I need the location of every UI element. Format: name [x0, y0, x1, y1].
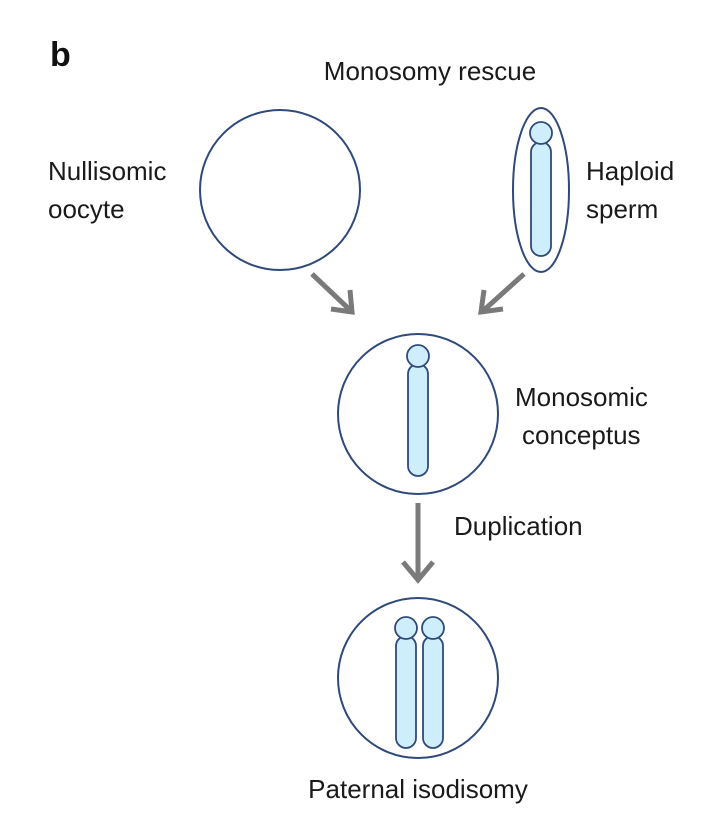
sperm-label-line2: sperm [586, 194, 658, 224]
isodisomy-chromosome-left-arm [395, 635, 417, 749]
arrow-duplication [401, 503, 435, 584]
panel-label: b [50, 36, 71, 74]
isodisomy-cell [337, 597, 499, 759]
conceptus-cell [337, 333, 499, 495]
conceptus-chromosome-arm [407, 363, 429, 477]
oocyte-label-line1: Nullisomic [48, 156, 166, 186]
oocyte-label-line2: oocyte [48, 194, 125, 224]
sperm-cell [512, 107, 570, 273]
arrow-oocyte-to-conceptus [310, 272, 355, 315]
conceptus-label-line2: conceptus [522, 420, 641, 450]
oocyte-cell [199, 109, 361, 271]
isodisomy-chromosome-right-arm [422, 635, 444, 749]
diagram-title: Monosomy rescue [324, 56, 536, 86]
sperm-chromosome-centromere [529, 121, 553, 145]
isodisomy-chromosome-right-centromere [421, 616, 445, 640]
conceptus-label-line1: Monosomic [515, 382, 648, 412]
conceptus-chromosome-centromere [406, 344, 430, 368]
arrow-sperm-to-conceptus [478, 272, 526, 315]
isodisomy-chromosome-left-centromere [394, 616, 418, 640]
sperm-label-line1: Haploid [586, 156, 674, 186]
result-label: Paternal isodisomy [308, 774, 528, 804]
sperm-chromosome-arm [530, 141, 552, 257]
duplication-label: Duplication [454, 511, 583, 541]
